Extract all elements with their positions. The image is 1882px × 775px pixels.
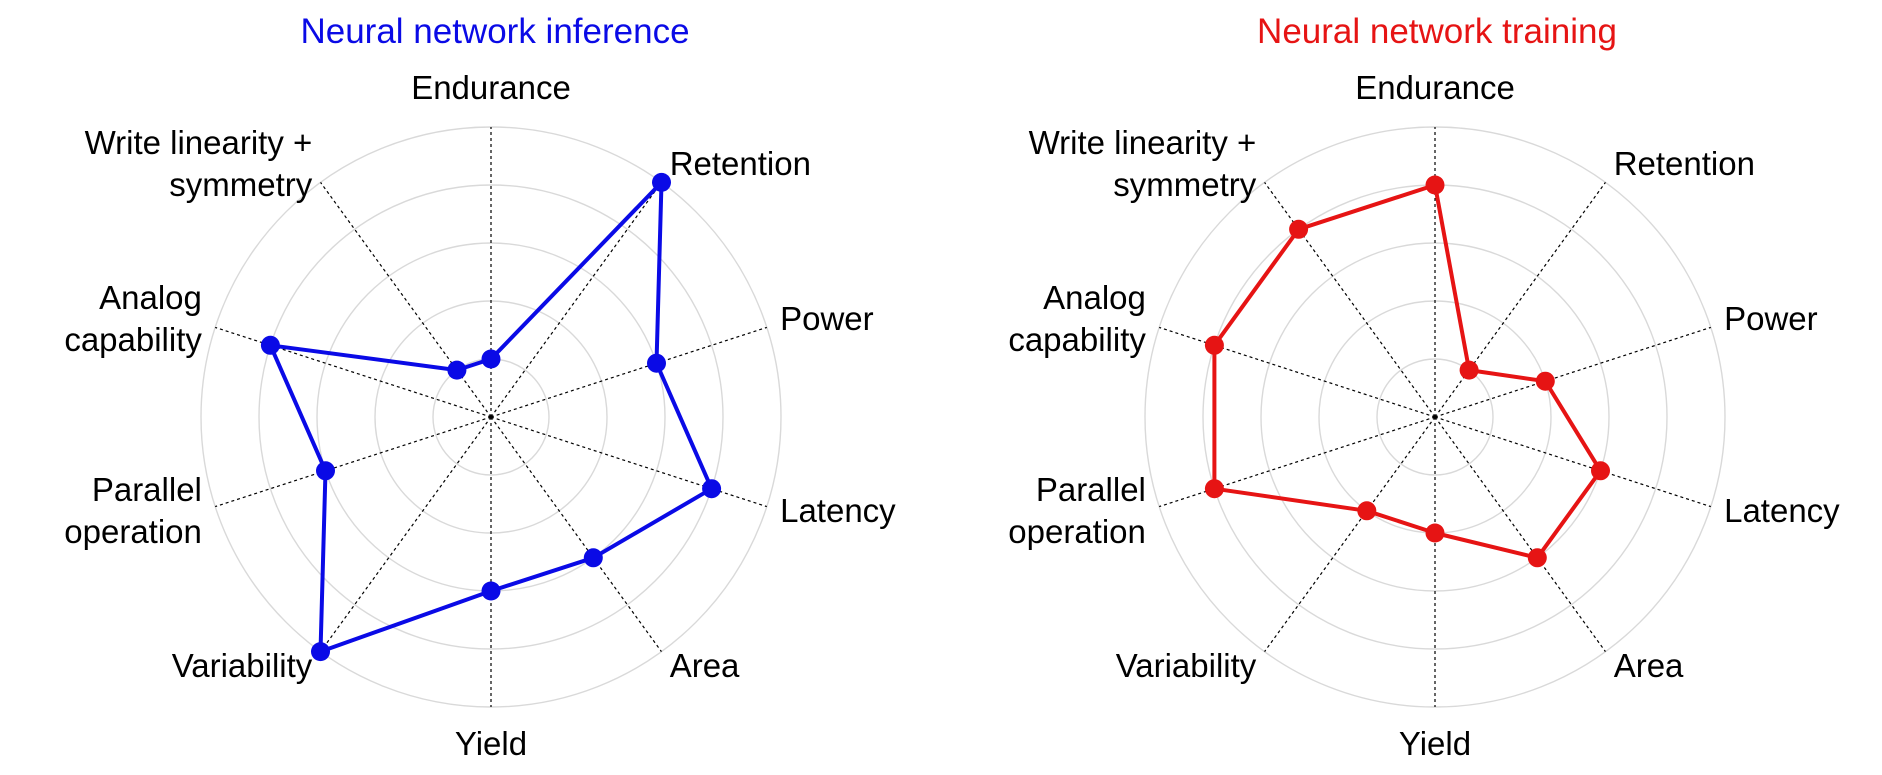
training-axis-label-line: Power xyxy=(1724,300,1818,337)
inference-spoke-area xyxy=(490,416,662,652)
inference-spoke-write-linearity-symmetry xyxy=(320,182,492,418)
training-axis-label-retention: Retention xyxy=(1614,145,1755,182)
training-spoke-parallel-operation xyxy=(1159,416,1436,508)
inference-radar-chart: Neural network inference EnduranceRetent… xyxy=(64,12,896,762)
inference-axis-label-write-linearity-symmetry: Write linearity + symmetry xyxy=(85,124,313,203)
inference-axis-label-line: Write linearity + xyxy=(85,124,313,161)
training-axis-label-parallel-operation: Parallel operation xyxy=(1008,471,1146,550)
inference-axis-label-line: Area xyxy=(670,647,740,684)
inference-point-analog-capability xyxy=(260,335,280,355)
inference-axis-label-line: Analog xyxy=(99,279,202,316)
training-spoke-power xyxy=(1434,326,1711,418)
inference-spokes xyxy=(215,127,767,707)
training-spoke-area xyxy=(1434,416,1606,652)
training-axis-label-line: Area xyxy=(1614,647,1684,684)
inference-axis-label-line: Yield xyxy=(455,725,527,762)
training-axis-label-power: Power xyxy=(1724,300,1818,337)
inference-point-retention xyxy=(652,172,671,192)
inference-axis-label-retention: Retention xyxy=(670,145,811,182)
training-point-write-linearity-symmetry xyxy=(1289,219,1309,239)
training-series xyxy=(1204,175,1610,568)
inference-spoke-latency xyxy=(490,416,767,508)
training-point-power xyxy=(1535,371,1555,391)
training-point-yield xyxy=(1425,523,1445,543)
training-axis-label-line: Endurance xyxy=(1355,69,1515,106)
training-axis-label-line: symmetry xyxy=(1113,166,1256,203)
inference-axis-label-parallel-operation: Parallel operation xyxy=(64,471,202,550)
training-axis-label-line: Latency xyxy=(1724,492,1840,529)
training-axis-label-line: operation xyxy=(1008,513,1146,550)
inference-axis-label-line: operation xyxy=(64,513,202,550)
training-axis-label-line: Write linearity + xyxy=(1029,124,1257,161)
training-axis-label-line: Yield xyxy=(1399,725,1471,762)
training-spoke-variability xyxy=(1264,416,1436,652)
inference-point-yield xyxy=(481,581,501,601)
inference-series xyxy=(260,172,722,662)
inference-axis-label-endurance: Endurance xyxy=(411,69,571,106)
training-spoke-analog-capability xyxy=(1159,326,1436,418)
training-radar-chart: Neural network training EnduranceRetenti… xyxy=(1008,12,1840,762)
inference-point-latency xyxy=(702,479,722,499)
training-axis-label-latency: Latency xyxy=(1724,492,1840,529)
training-point-variability xyxy=(1357,501,1377,521)
inference-axis-label-line: Retention xyxy=(670,145,811,182)
inference-point-area xyxy=(583,548,603,568)
inference-point-write-linearity-symmetry xyxy=(447,360,467,380)
inference-point-endurance xyxy=(481,349,501,369)
training-spoke-write-linearity-symmetry xyxy=(1264,182,1436,418)
inference-axis-label-line: Parallel xyxy=(92,471,202,508)
inference-axis-label-line: Endurance xyxy=(411,69,571,106)
inference-spoke-parallel-operation xyxy=(215,416,492,508)
inference-axis-label-latency: Latency xyxy=(780,492,896,529)
training-spoke-latency xyxy=(1434,416,1711,508)
inference-point-power xyxy=(647,353,666,373)
inference-axis-label-line: Latency xyxy=(780,492,896,529)
inference-axis-label-yield: Yield xyxy=(455,725,527,762)
training-chart-title: Neural network training xyxy=(1257,12,1617,51)
training-spoke-retention xyxy=(1434,182,1606,418)
inference-grid-ring-4 xyxy=(258,184,724,650)
inference-spoke-variability xyxy=(320,416,492,652)
inference-point-variability xyxy=(311,642,330,662)
training-axis-label-line: capability xyxy=(1008,321,1146,358)
inference-point-parallel-operation xyxy=(316,461,335,481)
inference-spoke-power xyxy=(490,326,767,418)
training-point-endurance xyxy=(1425,175,1445,195)
training-point-area xyxy=(1527,548,1547,568)
inference-axis-label-analog-capability: Analog capability xyxy=(64,279,202,358)
training-axis-label-yield: Yield xyxy=(1399,725,1471,762)
training-axis-label-line: Retention xyxy=(1614,145,1755,182)
training-axis-label-line: Analog xyxy=(1043,279,1146,316)
training-axis-label-analog-capability: Analog capability xyxy=(1008,279,1146,358)
training-point-parallel-operation xyxy=(1204,479,1224,499)
inference-spoke-analog-capability xyxy=(215,326,492,418)
training-series-outline xyxy=(1212,183,1603,560)
training-point-latency xyxy=(1591,461,1610,481)
training-point-analog-capability xyxy=(1204,335,1224,355)
training-axis-label-variability: Variability xyxy=(1116,647,1257,684)
training-axis-label-endurance: Endurance xyxy=(1355,69,1515,106)
inference-axis-label-line: Power xyxy=(780,300,874,337)
inference-axis-label-power: Power xyxy=(780,300,874,337)
inference-axis-label-variability: Variability xyxy=(172,647,313,684)
inference-chart-title: Neural network inference xyxy=(300,12,689,51)
inference-spoke-retention xyxy=(490,182,662,418)
inference-axis-label-line: Variability xyxy=(172,647,313,684)
inference-axis-label-area: Area xyxy=(670,647,740,684)
training-point-retention xyxy=(1459,360,1479,380)
inference-axis-label-line: capability xyxy=(64,321,202,358)
training-spokes xyxy=(1159,127,1711,707)
training-axis-label-line: Parallel xyxy=(1036,471,1146,508)
training-axis-label-area: Area xyxy=(1614,647,1684,684)
training-axis-label-write-linearity-symmetry: Write linearity + symmetry xyxy=(1029,124,1257,203)
inference-axis-label-line: symmetry xyxy=(169,166,312,203)
training-axis-label-line: Variability xyxy=(1116,647,1257,684)
training-grid-ring-1 xyxy=(1376,358,1494,476)
